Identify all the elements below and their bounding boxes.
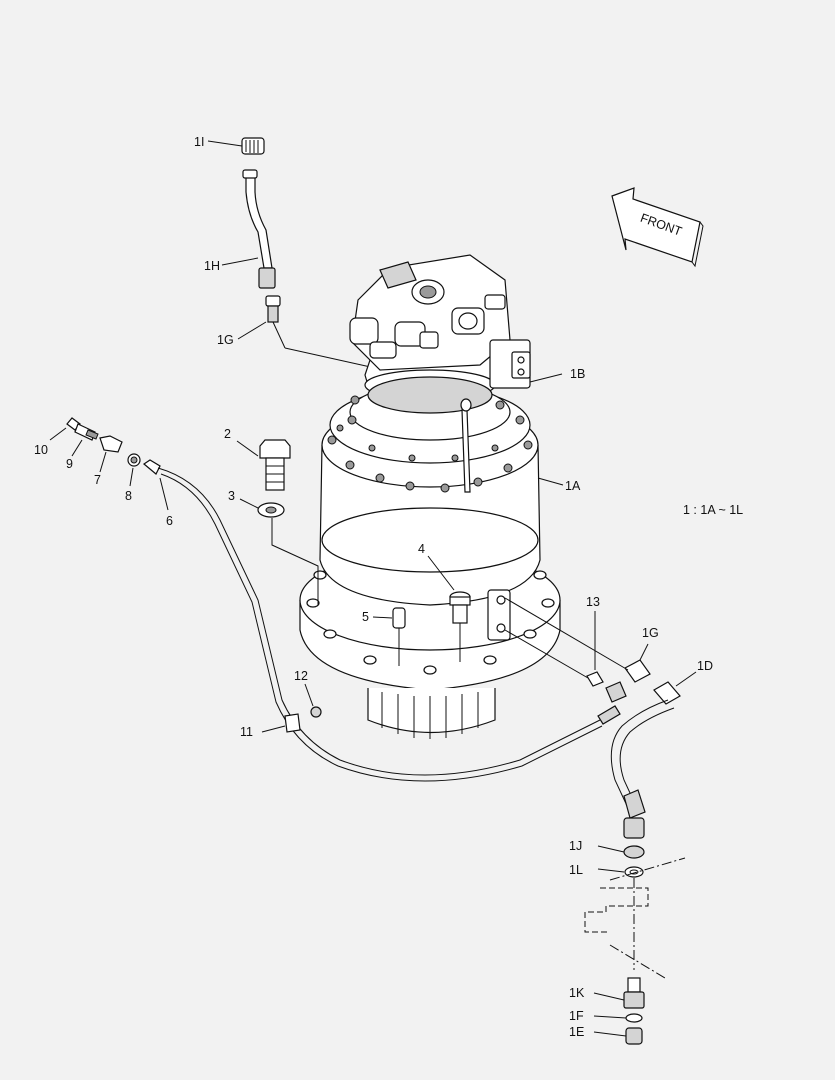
callout-1E: 1E — [569, 1025, 584, 1039]
fitting-1G-right — [504, 597, 651, 703]
bolt-12 — [304, 683, 322, 718]
adapter-7 — [99, 435, 123, 473]
callout-12: 12 — [294, 669, 308, 683]
breather-cap-1I — [241, 137, 265, 155]
callout-4: 4 — [418, 542, 425, 556]
oring-1F — [593, 1013, 643, 1023]
callout-1J: 1J — [569, 839, 582, 853]
callout-5: 5 — [362, 610, 369, 624]
callout-11: 11 — [240, 725, 253, 739]
hose-1D — [610, 671, 697, 839]
callout-1D: 1D — [697, 659, 713, 673]
callout-6: 6 — [166, 514, 173, 528]
callout-1K: 1K — [569, 986, 585, 1000]
clamp-11 — [261, 713, 301, 733]
callout-1G-right: 1G — [642, 626, 659, 640]
port-detail — [584, 857, 686, 979]
plug-1E — [593, 1027, 643, 1045]
fitting-13 — [504, 611, 604, 687]
callout-8: 8 — [125, 489, 132, 503]
bolt-2 — [236, 439, 291, 491]
adapter-1K — [593, 977, 645, 1009]
washer-3 — [239, 498, 319, 605]
swing-motor — [349, 254, 563, 401]
reduction-gear-1A — [299, 376, 564, 739]
callout-9: 9 — [66, 457, 73, 471]
fitting-1G-top — [265, 295, 376, 369]
nut-8 — [127, 453, 141, 487]
valve-9 — [71, 423, 99, 457]
pin-5 — [372, 607, 406, 666]
nut-1J — [597, 845, 645, 859]
callout-1B: 1B — [570, 367, 585, 381]
callout-7: 7 — [94, 473, 101, 487]
callout-13: 13 — [586, 595, 600, 609]
callout-1G-top: 1G — [217, 333, 234, 347]
callout-2: 2 — [224, 427, 231, 441]
callout-10: 10 — [34, 443, 48, 457]
callout-1L: 1L — [569, 863, 583, 877]
note-1A-1L: 1 : 1A ~ 1L — [683, 503, 743, 517]
plug-4 — [427, 555, 471, 662]
callout-3: 3 — [228, 489, 235, 503]
callout-1I: 1I — [194, 135, 204, 149]
pipe-6 — [142, 459, 621, 782]
breather-pipe-1H — [242, 169, 276, 289]
callout-1F: 1F — [569, 1009, 584, 1023]
callout-1H: 1H — [204, 259, 220, 273]
front-arrow: FRONT — [611, 187, 704, 268]
callout-1A: 1A — [565, 479, 581, 493]
